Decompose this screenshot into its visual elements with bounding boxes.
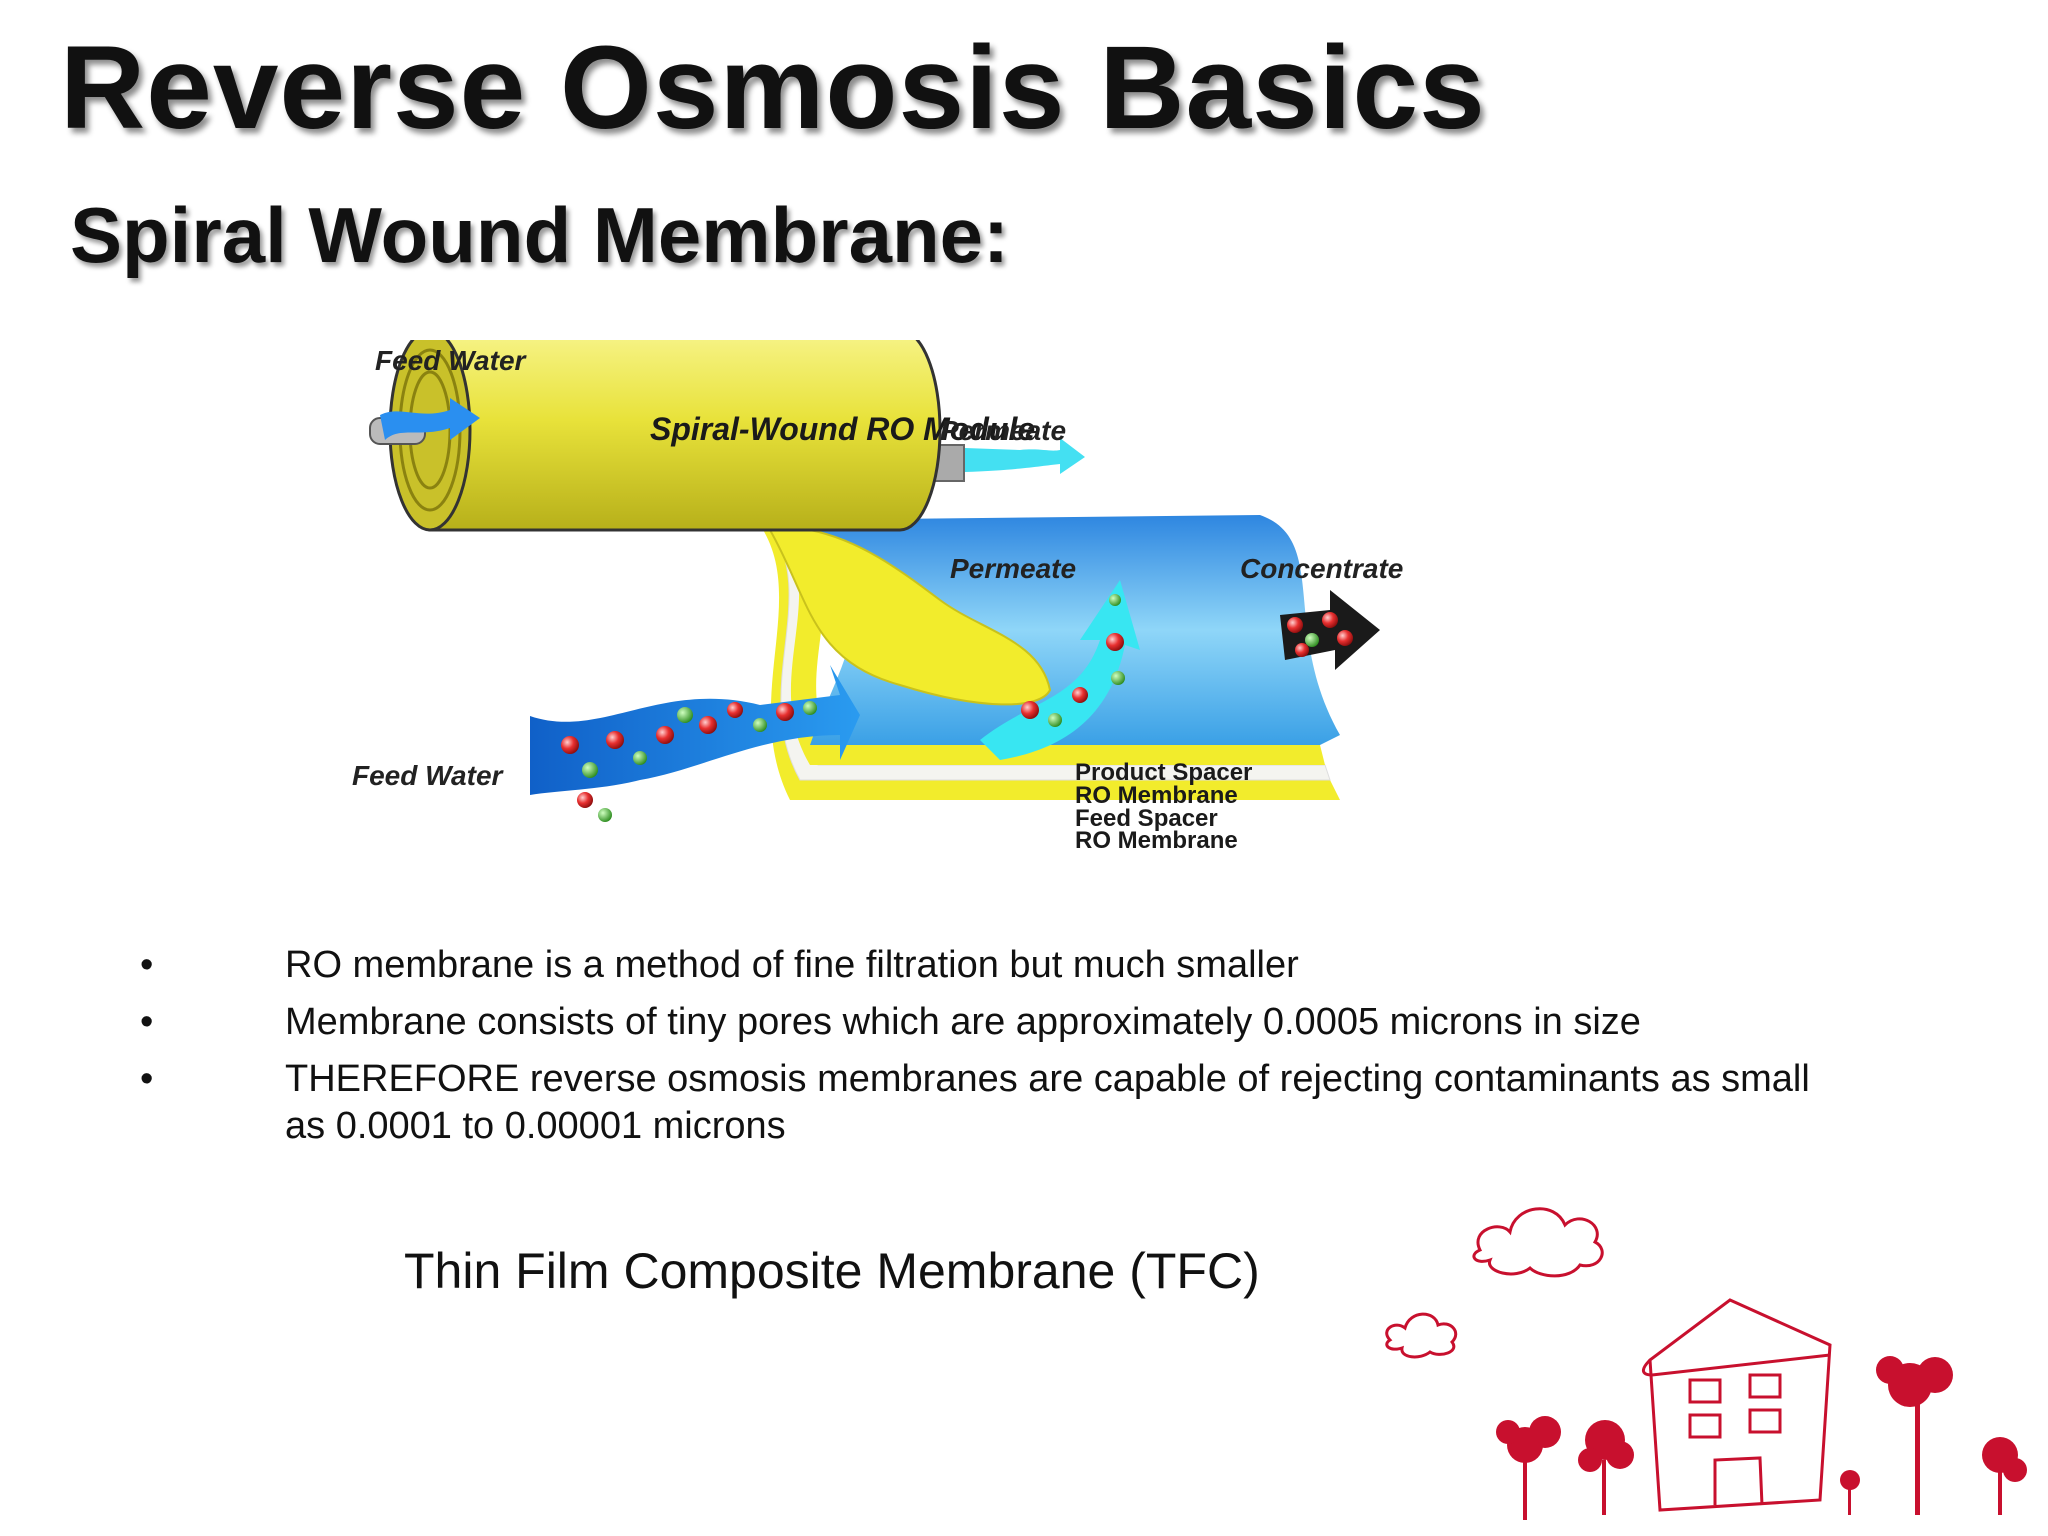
list-item: • Membrane consists of tiny pores which … <box>140 999 1940 1046</box>
bullet-text: RO membrane is a method of fine filtrati… <box>285 944 1299 986</box>
bullet-list: • RO membrane is a method of fine filtra… <box>140 942 1940 1160</box>
bullet-text: Membrane consists of tiny pores which ar… <box>285 1001 1641 1043</box>
permeate-arrow-top <box>965 438 1085 474</box>
label-module: Spiral-Wound RO Module <box>650 411 1035 447</box>
bullet-marker: • <box>140 1001 154 1043</box>
spiral-wound-diagram: Feed Water Spiral-Wound RO Module Permea… <box>340 340 1440 880</box>
caption-tfc: Thin Film Composite Membrane (TFC) <box>404 1243 1260 1299</box>
spiral-wound-illustration: Feed Water Spiral-Wound RO Module Permea… <box>352 340 1403 854</box>
label-permeate-top: Permeate <box>940 415 1066 446</box>
bullet-marker: • <box>140 1058 154 1100</box>
ro-module-cylinder <box>369 340 965 532</box>
slide-title: Reverse Osmosis Basics <box>60 22 1486 154</box>
feed-water-arrow-top <box>380 398 480 440</box>
layer-label-product-spacer: Product Spacer <box>1075 759 1252 786</box>
label-feed-water-top: Feed Water <box>375 345 528 376</box>
feed-water-arrow-bottom <box>530 665 860 795</box>
membrane-flap <box>768 529 1052 706</box>
layer-label-feed-spacer: Feed Spacer <box>1075 805 1218 832</box>
layer-label-ro-membrane-2: RO Membrane <box>1075 827 1238 854</box>
bullet-marker: • <box>140 944 154 986</box>
list-item: • RO membrane is a method of fine filtra… <box>140 942 1940 989</box>
tree-icon <box>1496 1356 2027 1520</box>
label-permeate-mid: Permeate <box>950 553 1076 584</box>
slide-subtitle: Spiral Wound Membrane: <box>70 191 1009 279</box>
house-icon <box>1642 1298 1832 1512</box>
permeate-arrow-mid <box>980 580 1140 760</box>
particles <box>561 594 1353 822</box>
cloud-icon <box>1385 1207 1604 1359</box>
house-trees-decoration <box>1380 1170 2048 1536</box>
decoration-illustration <box>1385 1207 2027 1520</box>
label-concentrate: Concentrate <box>1240 553 1403 584</box>
layer-label-ro-membrane-1: RO Membrane <box>1075 782 1238 809</box>
list-item: • THEREFORE reverse osmosis membranes ar… <box>140 1056 1940 1150</box>
bullet-text: THEREFORE reverse osmosis membranes are … <box>285 1058 1810 1147</box>
label-feed-water-bottom: Feed Water <box>352 760 505 791</box>
